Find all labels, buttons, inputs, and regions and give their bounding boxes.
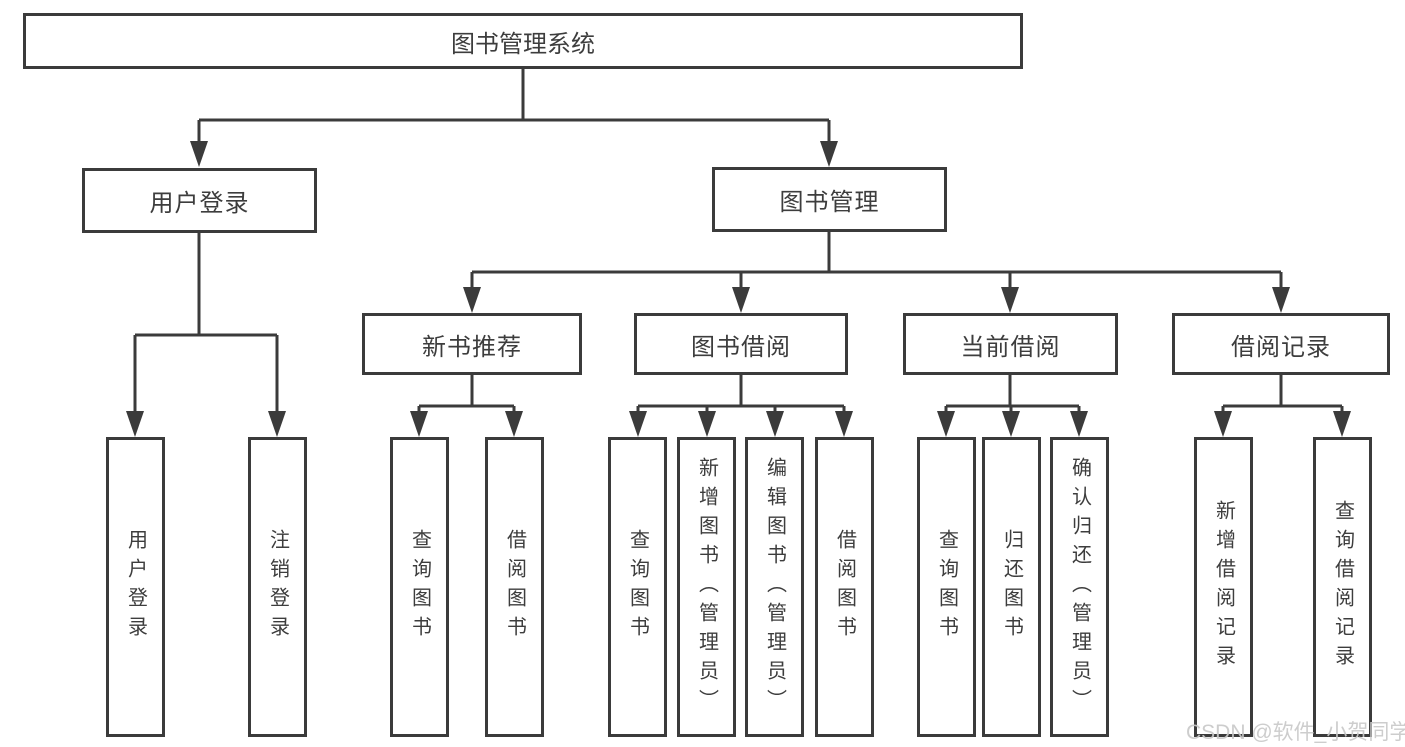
leaf-nb-borrow-book: 借阅图书 — [485, 437, 544, 737]
node-current-borrow: 当前借阅 — [903, 313, 1118, 375]
node-user-login: 用户登录 — [82, 168, 317, 233]
leaf-br-add-record: 新增借阅记录 — [1194, 437, 1253, 737]
leaf-nb-borrow-book-label: 借阅图书 — [503, 529, 526, 645]
node-book-management: 图书管理 — [712, 167, 947, 232]
node-book-borrow: 图书借阅 — [634, 313, 848, 375]
leaf-cb-query-book: 查询图书 — [917, 437, 976, 737]
leaf-bb-borrow-book-label: 借阅图书 — [833, 529, 856, 645]
node-borrow-records: 借阅记录 — [1172, 313, 1390, 375]
leaf-logout: 注销登录 — [248, 437, 307, 737]
connector-book-management-to-level3 — [463, 232, 1290, 313]
leaf-cb-return-book-label: 归还图书 — [1000, 529, 1023, 645]
leaf-cb-confirm-return-admin-label: 确认归还（管理员） — [1068, 456, 1091, 718]
leaf-bb-add-book-admin: 新增图书（管理员） — [677, 437, 736, 737]
leaf-bb-edit-book-admin-label: 编辑图书（管理员） — [763, 456, 786, 718]
leaf-br-query-record-label: 查询借阅记录 — [1331, 500, 1354, 674]
connector-borrow-records-children — [1214, 375, 1351, 437]
leaf-br-query-record: 查询借阅记录 — [1313, 437, 1372, 737]
leaf-nb-query-book-label: 查询图书 — [408, 529, 431, 645]
connector-book-borrow-children — [629, 375, 853, 437]
leaf-bb-edit-book-admin: 编辑图书（管理员） — [745, 437, 804, 737]
watermark: CSDN @软件_小贺同学 — [1186, 721, 1405, 744]
leaf-bb-add-book-admin-label: 新增图书（管理员） — [695, 456, 718, 718]
leaf-logout-label: 注销登录 — [266, 529, 289, 645]
leaf-cb-confirm-return-admin: 确认归还（管理员） — [1050, 437, 1109, 737]
connector-user-login-children — [126, 233, 286, 437]
connector-current-borrow-children — [937, 375, 1088, 437]
leaf-bb-borrow-book: 借阅图书 — [815, 437, 874, 737]
leaf-cb-query-book-label: 查询图书 — [935, 529, 958, 645]
leaf-bb-query-book-label: 查询图书 — [626, 529, 649, 645]
leaf-bb-query-book: 查询图书 — [608, 437, 667, 737]
leaf-cb-return-book: 归还图书 — [982, 437, 1041, 737]
node-root: 图书管理系统 — [23, 13, 1023, 69]
connector-new-book-children — [410, 375, 523, 437]
leaf-user-login: 用户登录 — [106, 437, 165, 737]
node-new-book-recommend: 新书推荐 — [362, 313, 582, 375]
leaf-nb-query-book: 查询图书 — [390, 437, 449, 737]
connector-root-to-level2 — [190, 69, 838, 167]
leaf-user-login-label: 用户登录 — [124, 529, 147, 645]
leaf-br-add-record-label: 新增借阅记录 — [1212, 500, 1235, 674]
